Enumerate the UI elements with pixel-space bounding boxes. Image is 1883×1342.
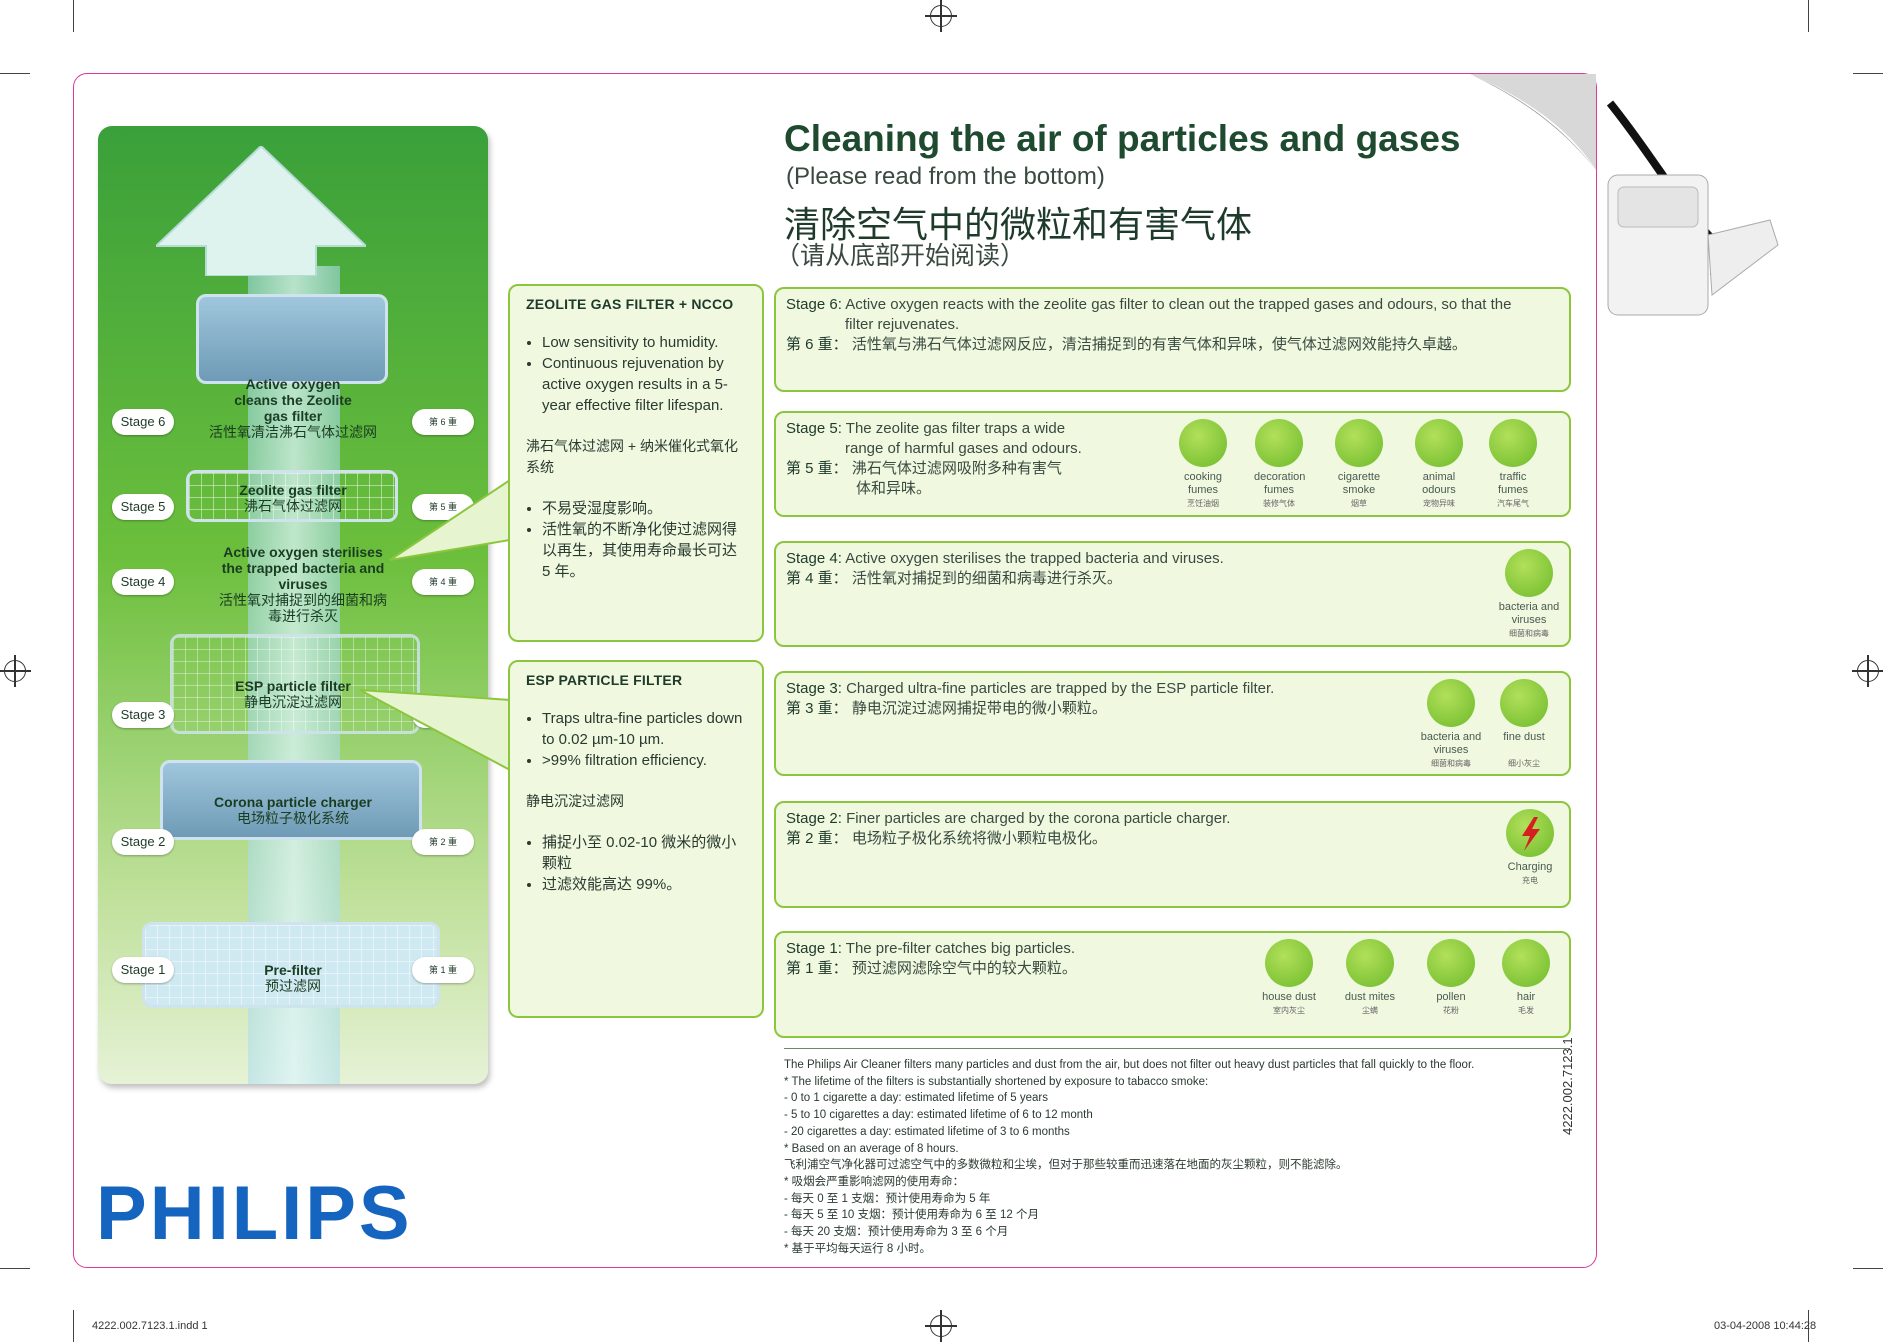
esp-box-heading: ESP PARTICLE FILTER	[526, 672, 683, 688]
stage-6-row: Stage 6: Active oxygen reacts with the z…	[774, 287, 1571, 392]
stage-5-row: Stage 5: The zeolite gas filter traps a …	[774, 411, 1571, 517]
document-code: 4222.002.7123.1	[1560, 1037, 1575, 1135]
notes-divider	[784, 1048, 1570, 1049]
registration-mark-icon	[1852, 655, 1883, 687]
esp-bullet: >99% filtration efficiency.	[542, 750, 748, 771]
registration-mark-icon	[0, 655, 31, 687]
footnotes: The Philips Air Cleaner filters many par…	[784, 1059, 1475, 1255]
zeolite-bullet: Low sensitivity to humidity.	[542, 332, 748, 353]
zeolite-filter-info-box: ZEOLITE GAS FILTER + NCCO Low sensitivit…	[508, 284, 764, 642]
registration-mark-icon	[925, 0, 957, 32]
esp-bullet-cn: 捕捉小至 0.02-10 微米的微小颗粒	[542, 832, 748, 874]
zeolite-bullet: Continuous rejuvenation by active oxygen…	[542, 353, 748, 416]
stage-5-label: Zeolite gas filter 沸石气体过滤网	[239, 482, 347, 514]
stage-4-label: Active oxygen sterilises the trapped bac…	[219, 544, 387, 624]
esp-filter-info-box: ESP PARTICLE FILTER Traps ultra-fine par…	[508, 660, 764, 1018]
corona-charger	[160, 760, 422, 840]
stage-1-pill: Stage 1	[112, 957, 174, 983]
page-subtitle: (Please read from the bottom)	[786, 163, 1105, 190]
stage-2-label: Corona particle charger 电场粒子极化系统	[214, 794, 372, 826]
filter-stack-panel: Stage 6 第 6 重 Stage 5 第 5 重 Stage 4 第 4 …	[98, 126, 488, 1084]
stage-1-row: Stage 1: The pre-filter catches big part…	[774, 931, 1571, 1038]
zeolite-bullet-cn: 不易受湿度影响。	[542, 498, 748, 519]
stage-3-row: Stage 3: Charged ultra-fine particles ar…	[774, 671, 1571, 776]
airflow-up-arrow-icon	[156, 146, 366, 276]
stage-2-pill: Stage 2	[112, 829, 174, 855]
page-subtitle-cn: （请从底部开始阅读）	[775, 242, 1026, 270]
page-curl-icon	[1470, 74, 1596, 170]
callout-pointers	[360, 478, 511, 772]
page-frame	[73, 73, 1597, 1268]
stage-3-label: ESP particle filter 静电沉淀过滤网	[235, 678, 351, 710]
stage-1-pill-cn: 第 1 重	[412, 957, 474, 983]
stage-6-pill: Stage 6	[112, 409, 174, 435]
registration-mark-icon	[925, 1310, 957, 1342]
stage-4-pill: Stage 4	[112, 569, 174, 595]
stage-6-label: Active oxygen cleans the Zeolite gas fil…	[209, 376, 377, 440]
zeolite-filter	[186, 470, 398, 522]
zeolite-bullet-cn: 活性氧的不断净化使过滤网得以再生，其使用寿命最长可达 5 年。	[542, 519, 748, 582]
esp-bullet-cn: 过滤效能高达 99%。	[542, 874, 748, 895]
philips-logo: PHILIPS	[96, 1171, 413, 1256]
page-title-cn: 清除空气中的微粒和有害气体	[784, 204, 1253, 245]
page-title: Cleaning the air of particles and gases	[784, 118, 1461, 159]
stage-2-row: Stage 2: Finer particles are charged by …	[774, 801, 1571, 908]
footer-timestamp: 03-04-2008 10:44:28	[1714, 1320, 1817, 1332]
stage-5-pill: Stage 5	[112, 494, 174, 520]
stage-4-pill-cn: 第 4 重	[412, 569, 474, 595]
esp-bullet: Traps ultra-fine particles down to 0.02 …	[542, 708, 748, 750]
air-cleaner-illustration-icon	[1606, 100, 1779, 316]
stage-6-pill-cn: 第 6 重	[412, 409, 474, 435]
stage-2-pill-cn: 第 2 重	[412, 829, 474, 855]
stage-4-row: Stage 4: Active oxygen sterilises the tr…	[774, 541, 1571, 647]
esp-filter	[170, 634, 420, 734]
stage-3-pill: Stage 3	[112, 702, 174, 728]
fan-unit	[196, 294, 388, 384]
zeolite-box-heading-cn: 沸石气体过滤网 + 纳米催化式氧化系统	[526, 438, 738, 475]
zeolite-box-heading: ZEOLITE GAS FILTER + NCCO	[526, 296, 734, 312]
footer-file-name: 4222.002.7123.1.indd 1	[92, 1320, 208, 1332]
esp-box-heading-cn: 静电沉淀过滤网	[526, 793, 624, 809]
stage-1-label: Pre-filter 预过滤网	[264, 962, 322, 994]
